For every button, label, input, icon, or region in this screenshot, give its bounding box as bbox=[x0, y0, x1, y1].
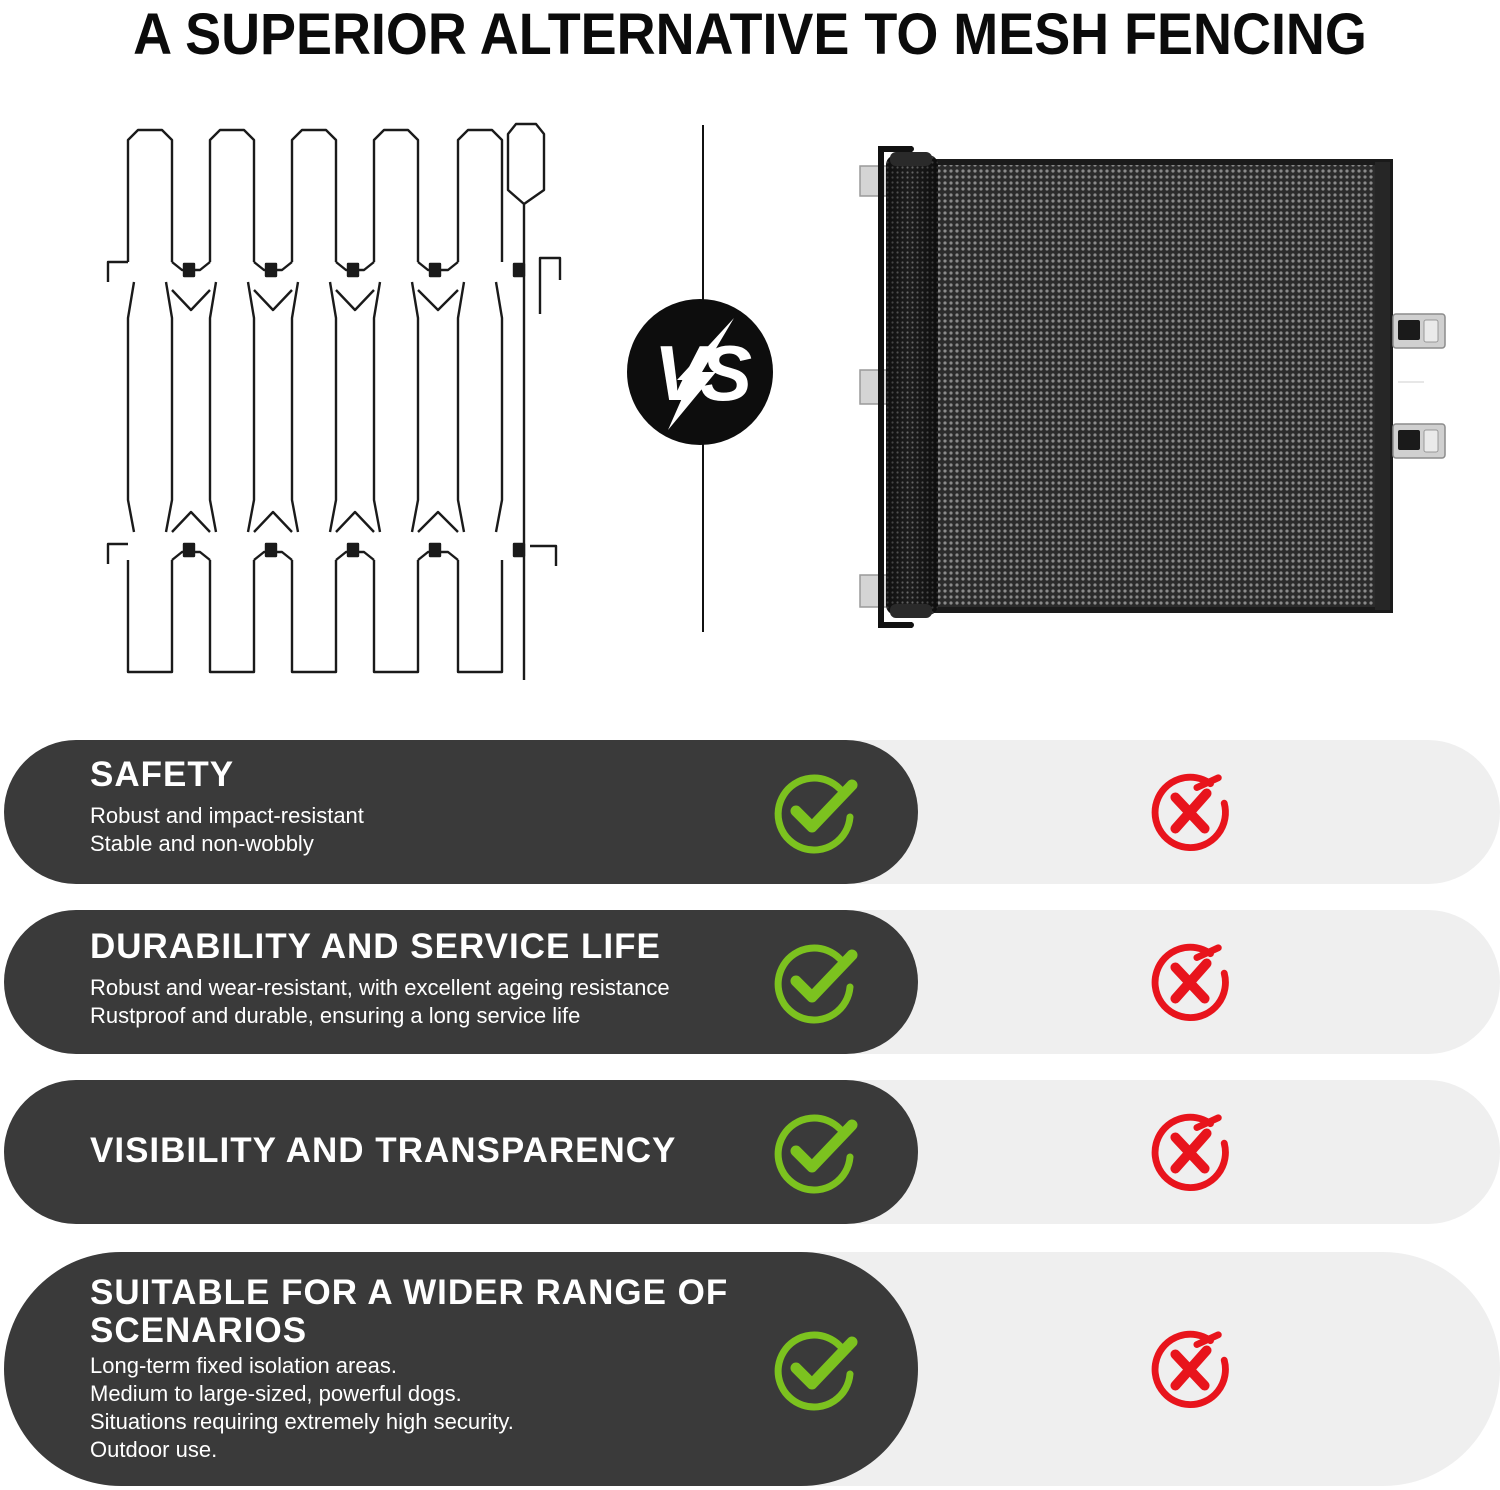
fence-top-rail bbox=[417, 261, 459, 272]
red-cross-icon bbox=[1151, 1330, 1229, 1409]
fence-top-bar bbox=[456, 128, 504, 262]
fence-middle-bar bbox=[126, 281, 174, 533]
fence-clip bbox=[428, 262, 442, 278]
feature-description-line: Stable and non-wobbly bbox=[90, 831, 314, 856]
fence-top-bar bbox=[208, 128, 256, 262]
fence-clip bbox=[346, 262, 360, 278]
fence-top-rail bbox=[335, 261, 375, 272]
green-check-icon bbox=[770, 937, 860, 1027]
feature-pill bbox=[4, 1252, 918, 1486]
green-check-icon bbox=[774, 1331, 858, 1411]
comparison-row: SUITABLE FOR A WIDER RANGE OF SCENARIOS L… bbox=[0, 1252, 1500, 1486]
feature-description-line: Situations requiring extremely high secu… bbox=[90, 1409, 514, 1434]
comparison-row: DURABILITY AND SERVICE LIFE Robust and we… bbox=[0, 910, 1500, 1054]
red-cross-icon bbox=[1151, 1113, 1229, 1192]
green-check-icon bbox=[770, 767, 860, 857]
fence-bottom-bar bbox=[290, 560, 338, 674]
fence-left-hook-bottom bbox=[106, 542, 128, 564]
vs-badge: VS bbox=[627, 299, 773, 445]
feature-title: SUITABLE FOR A WIDER RANGE OF SCENARIOS bbox=[90, 1273, 729, 1350]
fence-end-post bbox=[506, 122, 546, 680]
fence-top-bar bbox=[372, 128, 420, 262]
red-cross-icon bbox=[1151, 773, 1229, 852]
fence-clip bbox=[182, 262, 196, 278]
feature-description-line: Robust and wear-resistant, with excellen… bbox=[90, 975, 670, 1000]
fence-lower-link bbox=[335, 510, 375, 533]
retractable-mesh-gate-illustration bbox=[859, 146, 1446, 628]
fence-bottom-rail bbox=[253, 550, 293, 561]
feature-description-line: Rustproof and durable, ensuring a long s… bbox=[90, 1003, 581, 1028]
fence-clip bbox=[264, 542, 278, 558]
fence-clip bbox=[182, 542, 196, 558]
red-cross-icon bbox=[1146, 768, 1234, 856]
fence-clip bbox=[512, 262, 526, 278]
fence-right-hook-bottom bbox=[530, 544, 558, 566]
comparison-illustration: VS bbox=[0, 0, 1500, 720]
fence-comparison-graphic: VS bbox=[106, 122, 1446, 680]
fence-upper-link bbox=[335, 289, 375, 312]
feature-description-line: Outdoor use. bbox=[90, 1437, 218, 1462]
fence-bottom-bar bbox=[126, 560, 174, 674]
fence-clip bbox=[264, 262, 278, 278]
fence-bottom-rail bbox=[335, 550, 375, 561]
feature-pill bbox=[4, 910, 918, 1054]
green-check-icon bbox=[774, 774, 858, 854]
page-headline: A SUPERIOR ALTERNATIVE TO MESH FENCING bbox=[133, 2, 1367, 67]
feature-text: SUITABLE FOR A WIDER RANGE OF SCENARIOS L… bbox=[90, 1252, 750, 1486]
fence-clip bbox=[512, 542, 526, 558]
fence-top-rail bbox=[171, 261, 211, 272]
feature-text: DURABILITY AND SERVICE LIFE Robust and we… bbox=[90, 910, 750, 1054]
green-check-icon bbox=[774, 1114, 858, 1194]
fence-lower-link bbox=[253, 510, 293, 533]
fence-bottom-bar bbox=[372, 560, 420, 674]
green-check-icon bbox=[770, 1324, 860, 1414]
fence-clip bbox=[346, 542, 360, 558]
fence-middle-bar bbox=[372, 281, 420, 533]
fence-upper-link bbox=[253, 289, 293, 312]
fence-top-bar bbox=[290, 128, 338, 262]
feature-description-line: Long-term fixed isolation areas. bbox=[90, 1353, 397, 1378]
green-check-icon bbox=[774, 944, 858, 1024]
fence-clip bbox=[428, 542, 442, 558]
fence-left-hook-top bbox=[106, 260, 128, 282]
red-cross-icon bbox=[1146, 938, 1234, 1026]
feature-description-line: Robust and impact-resistant bbox=[90, 803, 364, 828]
comparison-row: VISIBILITY AND TRANSPARENCY bbox=[0, 1080, 1500, 1224]
fence-bottom-rail bbox=[171, 550, 211, 561]
green-check-icon bbox=[770, 1107, 860, 1197]
vs-text: VS bbox=[654, 329, 752, 417]
fence-middle-bar bbox=[456, 281, 504, 533]
fence-top-rail bbox=[253, 261, 293, 272]
feature-pill bbox=[4, 740, 918, 884]
red-cross-icon bbox=[1151, 943, 1229, 1022]
red-cross-icon bbox=[1146, 1325, 1234, 1413]
fence-middle-bar bbox=[208, 281, 256, 533]
fence-bottom-bar bbox=[456, 560, 504, 674]
fence-upper-link bbox=[417, 289, 459, 312]
fence-bottom-bar bbox=[208, 560, 256, 674]
feature-pill bbox=[4, 1080, 918, 1224]
feature-title: DURABILITY AND SERVICE LIFE bbox=[90, 927, 661, 966]
feature-text: VISIBILITY AND TRANSPARENCY bbox=[90, 1080, 750, 1224]
fence-bottom-rail bbox=[417, 550, 459, 561]
wire-panel-fence-illustration bbox=[106, 122, 562, 680]
lightning-bolt-icon bbox=[668, 318, 734, 430]
fence-upper-link bbox=[171, 289, 211, 312]
fence-right-hook-top bbox=[538, 256, 562, 314]
feature-description-line: Medium to large-sized, powerful dogs. bbox=[90, 1381, 462, 1406]
fence-middle-bar bbox=[290, 281, 338, 533]
feature-title: SAFETY bbox=[90, 755, 235, 794]
fence-lower-link bbox=[417, 510, 459, 533]
fence-top-bar bbox=[126, 128, 174, 262]
fence-lower-link bbox=[171, 510, 211, 533]
red-cross-icon bbox=[1146, 1108, 1234, 1196]
feature-title: VISIBILITY AND TRANSPARENCY bbox=[90, 1131, 677, 1170]
